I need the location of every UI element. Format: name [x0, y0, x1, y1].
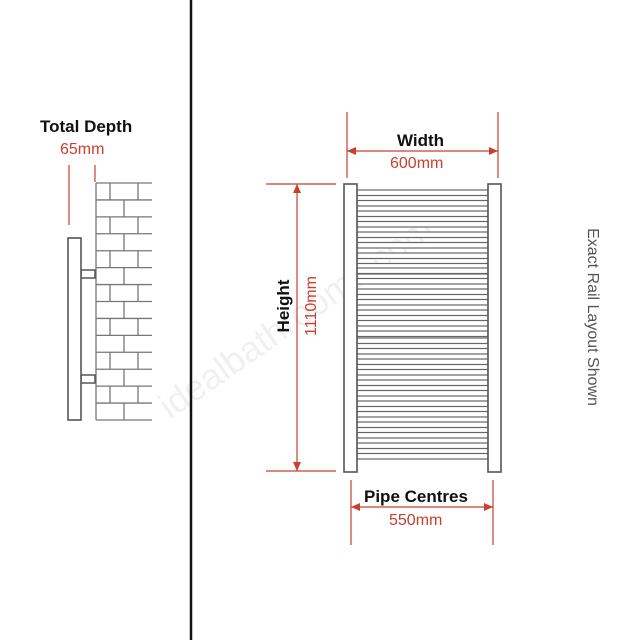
- towel-rail: [356, 442, 489, 450]
- towel-rail: [356, 220, 489, 228]
- towel-rail: [356, 231, 489, 239]
- width-value: 600mm: [390, 155, 444, 172]
- towel-rail: [356, 452, 489, 460]
- left-upright: [343, 183, 358, 473]
- towel-rail: [356, 330, 489, 338]
- width-title: Width: [397, 131, 445, 150]
- towel-rail: [356, 421, 489, 429]
- wall-bracket-bottom: [80, 374, 96, 384]
- towel-rail: [356, 199, 489, 207]
- front-view: [266, 112, 502, 545]
- towel-rail: [356, 267, 489, 275]
- height-title: Height: [274, 279, 293, 333]
- depth-value: 65mm: [60, 141, 105, 158]
- towel-rail: [356, 288, 489, 296]
- towel-rail: [356, 210, 489, 218]
- towel-rail: [356, 319, 489, 327]
- right-upright: [487, 183, 502, 473]
- towel-rail: [356, 400, 489, 408]
- towel-rail: [356, 309, 489, 317]
- pipe-centres-title: Pipe Centres: [364, 487, 468, 506]
- towel-rail: [356, 389, 489, 397]
- radiator-side-profile: [67, 237, 82, 421]
- depth-title: Total Depth: [40, 117, 133, 136]
- pipe-centres-value: 550mm: [389, 512, 443, 529]
- towel-rail: [356, 431, 489, 439]
- towel-rail: [356, 368, 489, 376]
- brick-wall: [95, 182, 152, 421]
- towel-rail: [356, 347, 489, 355]
- towel-rail: [356, 189, 489, 197]
- side-note: Exact Rail Layout Shown: [584, 228, 601, 406]
- height-value: 1110mm: [303, 276, 320, 336]
- towel-rail: [356, 241, 489, 249]
- towel-rail: [356, 252, 489, 260]
- towel-rail: [356, 277, 489, 285]
- towel-rails: [356, 189, 489, 460]
- towel-rail: [356, 410, 489, 418]
- side-view: [67, 165, 152, 421]
- towel-rail: [356, 379, 489, 387]
- towel-rail: [356, 337, 489, 345]
- wall-bracket-top: [80, 269, 96, 279]
- towel-rail: [356, 298, 489, 306]
- towel-rail: [356, 358, 489, 366]
